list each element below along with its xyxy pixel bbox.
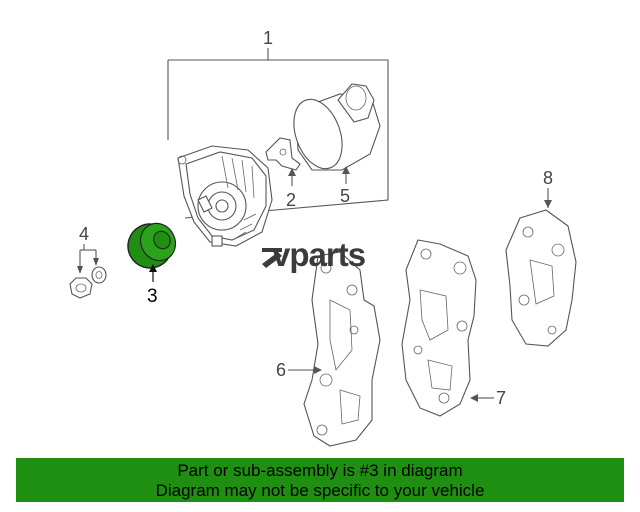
vparts-watermark: vparts [262, 236, 366, 273]
bracket-8-part [505, 188, 577, 347]
banner-line-2: Diagram may not be specific to your vehi… [155, 481, 485, 500]
info-banner: Part or sub-assembly is #3 in diagram Di… [16, 458, 624, 502]
nut-washer-part [69, 244, 107, 299]
regulator-part [265, 137, 301, 186]
assembly-1-frame [167, 48, 389, 219]
watermark-text: vparts [272, 236, 365, 273]
callout-6: 6 [276, 360, 286, 380]
callout-3: 3 [147, 286, 158, 307]
callout-4: 4 [79, 224, 89, 244]
bracket-7-part [401, 239, 494, 417]
callout-2: 2 [286, 190, 296, 210]
callout-1: 1 [263, 28, 273, 48]
cover-part [293, 83, 381, 184]
alternator-part [177, 145, 273, 247]
callout-5: 5 [340, 186, 350, 206]
pulley-part-highlighted [127, 222, 177, 282]
callout-8: 8 [543, 168, 553, 188]
bracket-6-part [288, 251, 381, 447]
callout-7: 7 [496, 388, 506, 408]
banner-line-1: Part or sub-assembly is #3 in diagram [177, 461, 463, 480]
